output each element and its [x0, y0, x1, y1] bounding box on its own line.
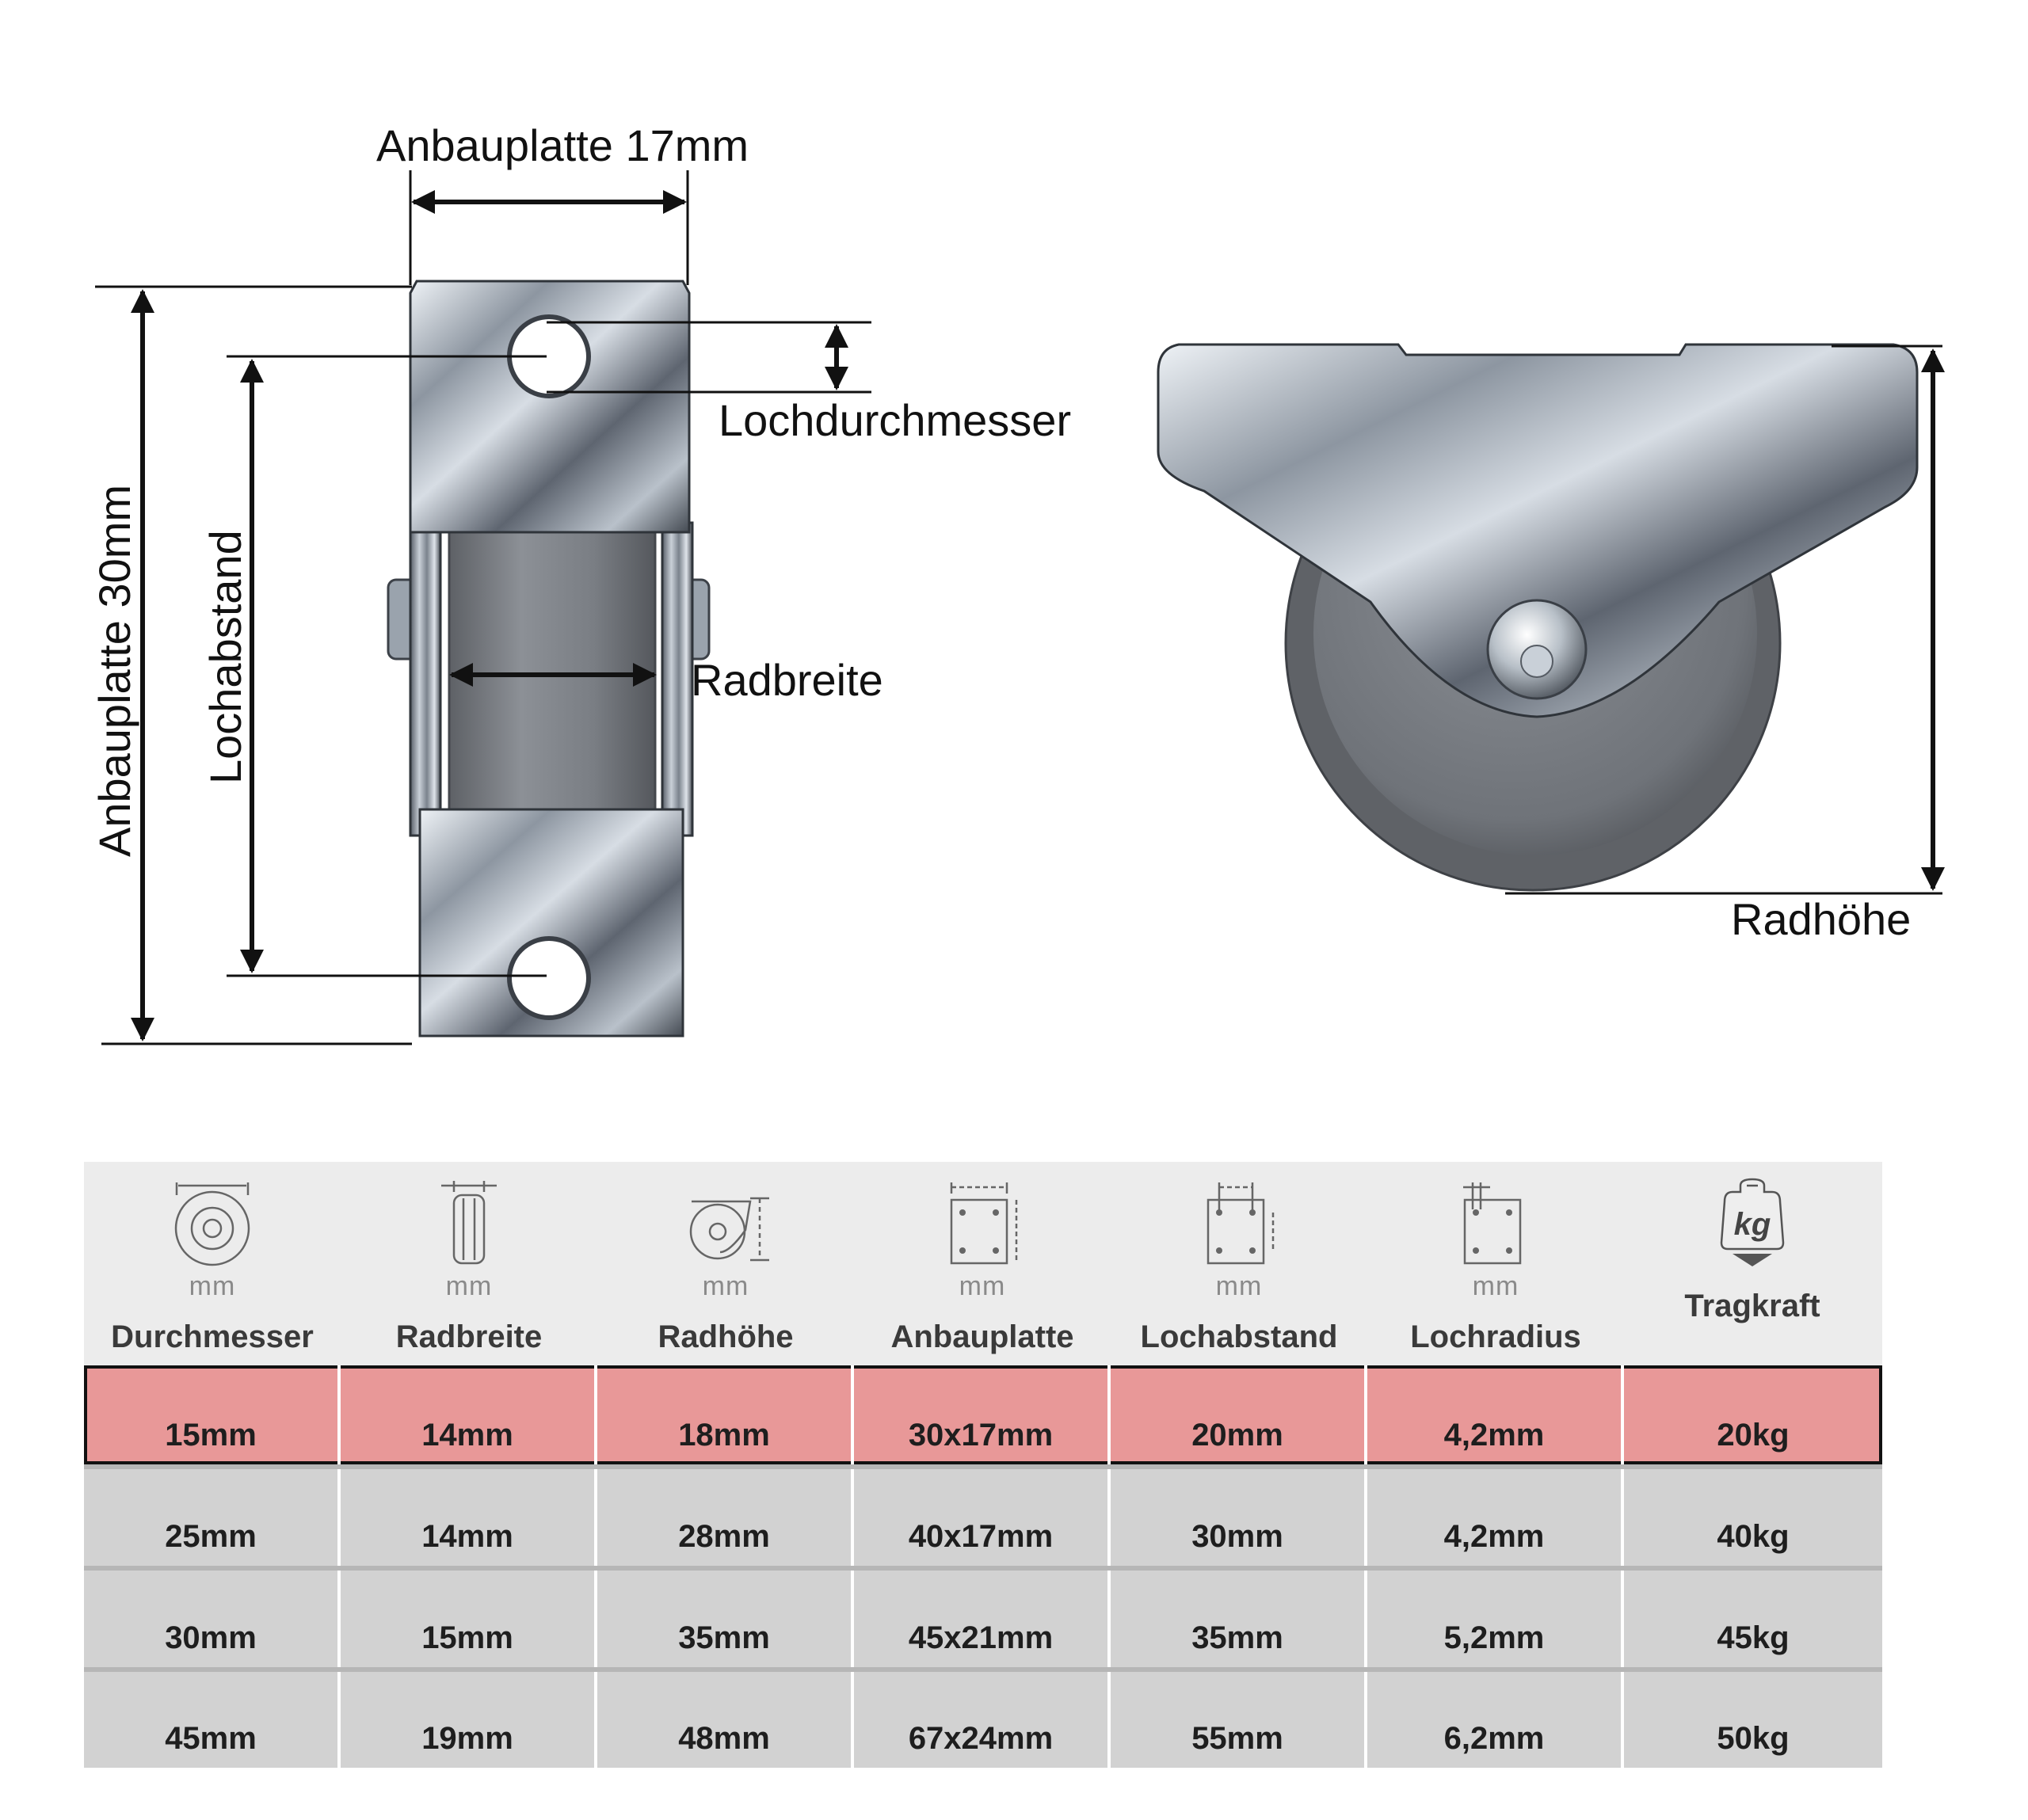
wheel-height-icon — [689, 1197, 769, 1262]
column-name: Anbauplatte — [890, 1319, 1074, 1354]
table-cell: 45mm — [84, 1672, 341, 1768]
column-header-radhoehe: mm Radhöhe — [597, 1162, 854, 1365]
table-cell: 15mm — [84, 1365, 341, 1464]
column-unit: mm — [959, 1271, 1006, 1301]
hole-radius-icon — [1463, 1182, 1522, 1265]
side-view-dimension-lines — [1505, 345, 1945, 895]
table-cell: 40kg — [1717, 1519, 1790, 1554]
column-unit: mm — [189, 1271, 236, 1301]
plate-length-label: Anbauplatte 30mm — [90, 485, 139, 857]
column-name: Durchmesser — [111, 1319, 314, 1354]
side-view-caster — [1157, 343, 1919, 892]
table-cell: 48mm — [597, 1672, 854, 1768]
table-cell: 5,2mm — [1367, 1571, 1624, 1667]
table-cell: 4,2mm — [1367, 1365, 1624, 1464]
column-name: Radbreite — [395, 1319, 543, 1354]
column-header-lochabstand: mm Lochabstand — [1111, 1162, 1367, 1365]
table-cell: 18mm — [597, 1365, 854, 1464]
table-row: 45mm 19mm 48mm 67x24mm 55mm 6,2mm 50kg — [84, 1667, 1882, 1768]
hole-spacing-label: Lochabstand — [200, 530, 250, 784]
table-cell: 40x17mm — [854, 1469, 1111, 1566]
column-header-durchmesser: mm Durchmesser — [84, 1162, 341, 1365]
hole-spacing-icon — [1207, 1182, 1275, 1265]
table-cell: 14mm — [341, 1469, 597, 1566]
table-cell: 20mm — [1111, 1365, 1367, 1464]
column-unit: mm — [702, 1271, 749, 1301]
table-cell: 45x21mm — [854, 1571, 1111, 1667]
table-cell: 55mm — [1111, 1672, 1367, 1768]
table-cell: 15mm — [341, 1571, 597, 1667]
table-cell: 35mm — [597, 1571, 854, 1667]
hole-diameter-label: Lochdurchmesser — [719, 395, 1071, 445]
spec-table: mm Durchmesser mm Radbreite mm Radhöhe — [84, 1162, 1882, 1768]
column-name: Radhöhe — [658, 1319, 794, 1354]
table-row: 15mm 14mm 18mm 30x17mm 20mm 4,2mm 20kg — [84, 1365, 1882, 1464]
column-unit: mm — [1472, 1271, 1519, 1301]
table-cell: 30mm — [84, 1571, 341, 1667]
table-cell: 14mm — [341, 1365, 597, 1464]
table-cell: 6,2mm — [1367, 1672, 1624, 1768]
wheel-height-label: Radhöhe — [1731, 894, 1911, 944]
table-row: 30mm 15mm 35mm 45x21mm 35mm 5,2mm 45kg — [84, 1566, 1882, 1667]
mounting-plate-icon — [950, 1182, 1018, 1265]
front-view-dimension-lines — [95, 170, 871, 1045]
front-view-caster — [387, 280, 711, 1038]
table-cell: 25mm — [84, 1469, 341, 1566]
wheel-width-icon — [441, 1181, 497, 1265]
column-name: Tragkraft — [1684, 1289, 1820, 1323]
table-cell: 30x17mm — [854, 1365, 1111, 1464]
table-cell: 4,2mm — [1367, 1469, 1624, 1566]
table-cell: 19mm — [341, 1672, 597, 1768]
table-cell: 35mm — [1111, 1571, 1367, 1667]
weight-icon-text: kg — [1734, 1207, 1771, 1242]
table-cell: 20kg — [1717, 1418, 1790, 1453]
caster-dimension-diagram: Anbauplatte 17mm Anbauplatte 30mm Lochab… — [90, 120, 1945, 1045]
wheel-width-label: Radbreite — [691, 655, 883, 705]
table-cell: 28mm — [597, 1469, 854, 1566]
table-cell: 50kg — [1717, 1721, 1790, 1756]
column-unit: mm — [445, 1271, 493, 1301]
table-row: 25mm 14mm 28mm 40x17mm 30mm 4,2mm 40kg — [84, 1464, 1882, 1566]
table-cell: 67x24mm — [854, 1672, 1111, 1768]
column-name: Lochradius — [1410, 1319, 1581, 1354]
wheel-diameter-icon — [174, 1182, 250, 1266]
table-cell: 30mm — [1111, 1469, 1367, 1566]
column-header-lochradius: mm Lochradius — [1367, 1162, 1624, 1365]
column-header-anbauplatte: mm Anbauplatte — [854, 1162, 1111, 1365]
column-header-tragkraft: kg Tragkraft — [1624, 1162, 1881, 1365]
column-unit: mm — [1215, 1271, 1263, 1301]
weight-kg-icon: kg — [1720, 1178, 1785, 1266]
column-header-radbreite: mm Radbreite — [341, 1162, 597, 1365]
column-name: Lochabstand — [1140, 1319, 1338, 1354]
table-cell: 45kg — [1717, 1620, 1790, 1655]
plate-width-label: Anbauplatte 17mm — [376, 120, 749, 170]
